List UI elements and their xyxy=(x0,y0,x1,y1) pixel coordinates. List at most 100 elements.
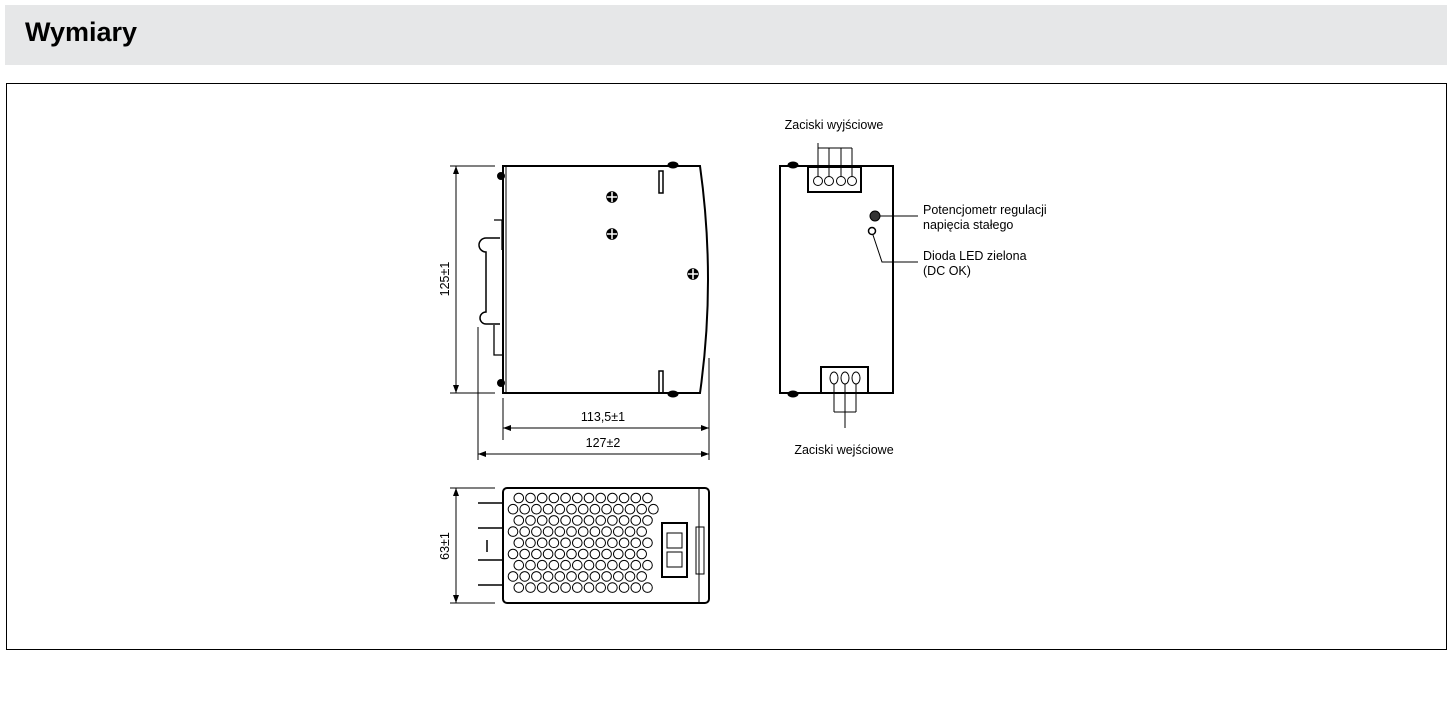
vent-hole xyxy=(642,559,653,571)
vent-hole xyxy=(577,503,589,515)
vent-hole xyxy=(607,492,618,504)
vent-hole xyxy=(642,582,653,593)
bottom-view xyxy=(450,487,710,604)
vent-hole xyxy=(595,515,607,526)
vent-hole xyxy=(630,492,642,504)
vent-hole xyxy=(607,515,618,526)
vent-hole xyxy=(595,582,607,593)
vent-hole xyxy=(630,537,642,549)
vent-hole xyxy=(642,492,653,504)
vent-hole xyxy=(519,526,531,537)
vent-hole xyxy=(519,571,531,582)
vent-hole xyxy=(572,537,583,549)
vent-hole xyxy=(536,492,548,504)
vent-hole xyxy=(566,526,577,537)
height-dimension: 125±1 xyxy=(438,262,452,297)
vent-hole xyxy=(636,526,648,537)
vent-hole xyxy=(536,559,548,571)
vent-hole xyxy=(513,582,525,593)
vent-hole xyxy=(630,559,642,571)
vent-hole xyxy=(560,559,571,571)
vent-hole xyxy=(507,548,519,560)
vent-hole xyxy=(572,559,583,571)
vent-hole xyxy=(513,537,525,549)
vent-hole xyxy=(507,526,519,537)
vent-hole xyxy=(525,559,536,571)
vent-hole xyxy=(577,571,589,582)
vent-hole xyxy=(577,548,589,560)
vent-hole xyxy=(577,526,589,537)
vent-hole xyxy=(548,537,560,549)
vent-hole xyxy=(513,559,525,571)
vent-hole xyxy=(589,548,601,560)
body-depth-dimension: 113,5±1 xyxy=(581,410,625,424)
vent-hole xyxy=(601,526,612,537)
vent-hole xyxy=(618,537,630,549)
vent-hole xyxy=(519,503,531,515)
vent-hole xyxy=(513,492,525,504)
vent-hole xyxy=(648,503,659,515)
vent-hole xyxy=(548,582,560,593)
vent-hole xyxy=(636,548,648,560)
vent-hole xyxy=(566,548,577,560)
vent-hole xyxy=(525,515,536,526)
vent-hole xyxy=(572,582,583,593)
total-depth-dimension: 127±2 xyxy=(586,436,621,450)
vent-hole xyxy=(624,548,636,560)
vent-hole xyxy=(536,537,548,549)
vent-hole xyxy=(624,526,636,537)
vent-hole xyxy=(595,537,607,549)
vent-hole xyxy=(636,571,648,582)
vent-hole xyxy=(589,571,601,582)
vent-hole xyxy=(613,503,624,515)
vent-hole xyxy=(560,492,571,504)
vent-hole xyxy=(630,515,642,526)
led-label-1: Dioda LED zielona xyxy=(923,249,1027,263)
vent-hole xyxy=(595,559,607,571)
vent-hole xyxy=(542,526,554,537)
screw-icon xyxy=(606,191,699,280)
vent-hole xyxy=(536,515,548,526)
vent-hole xyxy=(560,582,571,593)
vent-hole xyxy=(554,503,566,515)
vent-hole xyxy=(507,571,519,582)
section-header: Wymiary xyxy=(5,5,1447,65)
vent-hole xyxy=(589,526,601,537)
vent-hole xyxy=(536,582,548,593)
vent-hole xyxy=(618,559,630,571)
vent-hole xyxy=(583,492,595,504)
vent-hole xyxy=(618,515,630,526)
vent-hole xyxy=(572,515,583,526)
vent-hole xyxy=(613,571,624,582)
vent-hole xyxy=(542,503,554,515)
vent-hole xyxy=(548,515,560,526)
vent-hole xyxy=(607,537,618,549)
vent-hole xyxy=(566,503,577,515)
dimension-lines xyxy=(450,165,710,460)
vent-hole xyxy=(554,548,566,560)
vent-hole xyxy=(601,571,612,582)
vent-hole xyxy=(595,492,607,504)
width-dimension: 63±1 xyxy=(438,532,452,560)
vent-hole xyxy=(554,571,566,582)
vent-hole xyxy=(636,503,648,515)
vent-hole xyxy=(642,537,653,549)
vent-hole xyxy=(542,571,554,582)
vent-hole xyxy=(618,492,630,504)
vent-hole xyxy=(613,548,624,560)
vent-hole xyxy=(607,582,618,593)
vent-hole xyxy=(624,571,636,582)
potentiometer-label-2: napięcia stałego xyxy=(923,218,1013,232)
vent-hole xyxy=(583,515,595,526)
potentiometer-label-1: Potencjometr regulacji xyxy=(923,203,1047,217)
vent-hole xyxy=(583,559,595,571)
vent-hole xyxy=(548,492,560,504)
vent-hole xyxy=(583,537,595,549)
vent-hole xyxy=(525,537,536,549)
vent-hole xyxy=(642,515,653,526)
vent-hole xyxy=(572,492,583,504)
vent-hole xyxy=(583,582,595,593)
vent-hole xyxy=(525,582,536,593)
section-title: Wymiary xyxy=(25,17,138,47)
